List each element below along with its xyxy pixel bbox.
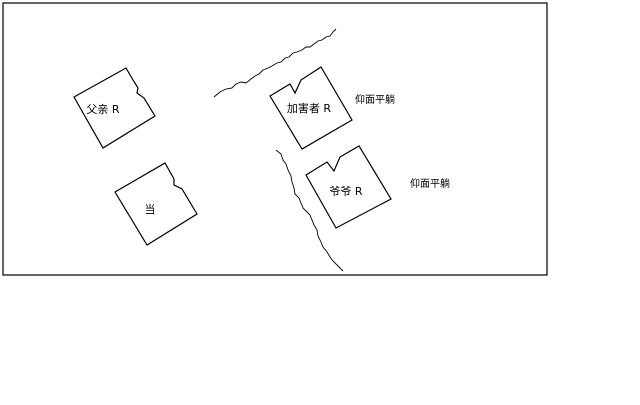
grandfather-note: 仰面平躺: [410, 177, 450, 190]
diagram-frame: [2, 2, 548, 276]
perpetrator-label: 加害者 R: [287, 101, 331, 115]
grandfather-label: 爷爷 R: [329, 184, 362, 198]
grandfather-outline: [305, 145, 392, 229]
wavy-line-top: [213, 28, 337, 98]
father-label: 父亲 R: [86, 102, 119, 116]
father-outline: [73, 67, 156, 149]
self-label: 当: [145, 202, 156, 216]
perpetrator-shape: 加害者 R: [269, 66, 353, 150]
perpetrator-note: 仰面平躺: [355, 93, 395, 106]
grandfather-shape: 爷爷 R: [305, 145, 392, 229]
wavy-line-bottom: [275, 149, 344, 272]
self-shape: 当: [114, 162, 198, 246]
father-shape: 父亲 R: [73, 67, 156, 149]
perpetrator-outline: [269, 66, 353, 150]
self-outline: [114, 162, 198, 246]
